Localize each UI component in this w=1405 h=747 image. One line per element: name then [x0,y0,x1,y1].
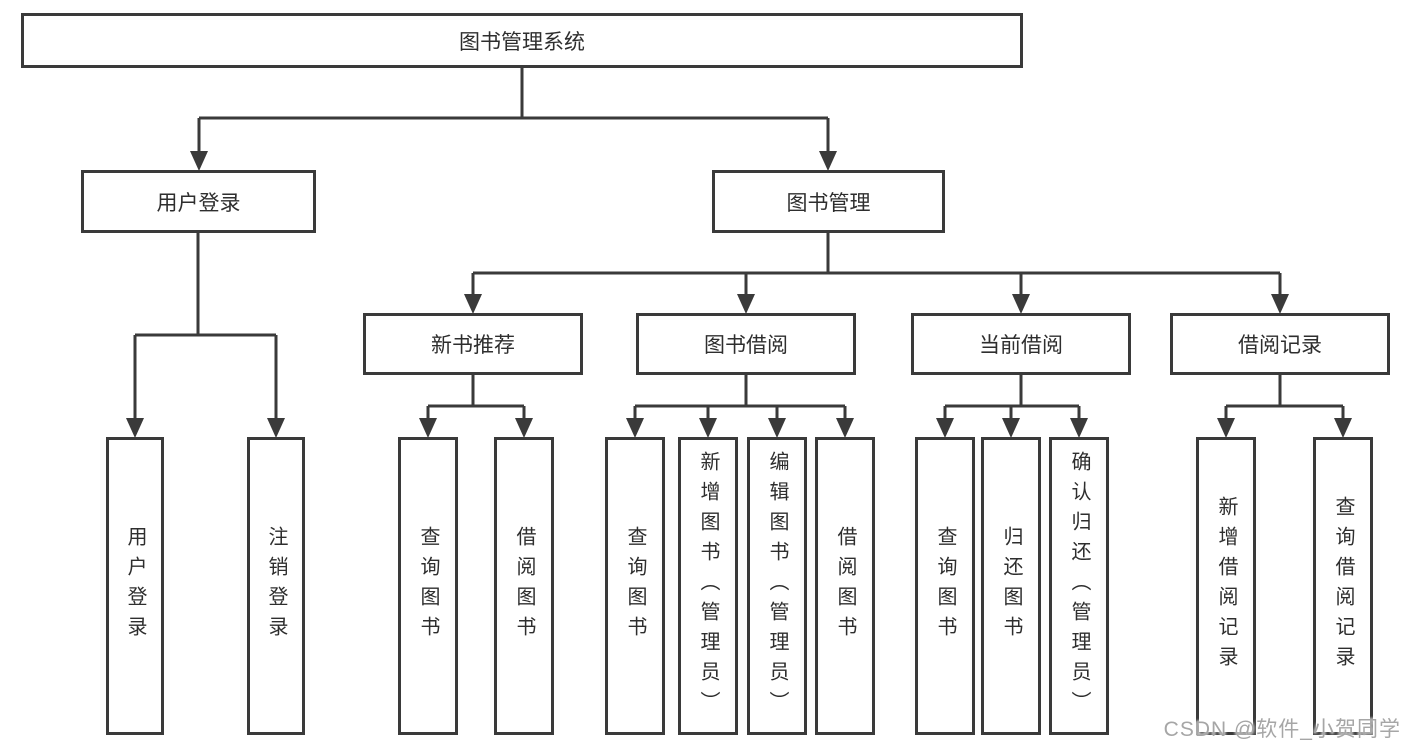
node-label: 借阅图书 [834,526,856,646]
node-label: 新增借阅记录 [1215,496,1237,676]
node-label: 查询图书 [934,526,956,646]
node-label: 借阅图书 [513,526,535,646]
leaf-add-books-admin: 新增图书（管理员） [678,437,738,735]
leaf-logout: 注销登录 [247,437,305,735]
node-user-login: 用户登录 [81,170,316,233]
node-book-management: 图书管理 [712,170,945,233]
leaf-user-login: 用户登录 [106,437,164,735]
node-label: 图书管理系统 [459,30,585,54]
node-label: 用户登录 [124,526,146,646]
leaf-query-books-recommend: 查询图书 [398,437,458,735]
node-label: 用户登录 [156,191,241,215]
node-borrowing-records: 借阅记录 [1170,313,1390,375]
node-new-book-recommendation: 新书推荐 [363,313,583,375]
leaf-query-books-current: 查询图书 [915,437,975,735]
leaf-return-books: 归还图书 [981,437,1041,735]
node-label: 新书推荐 [431,334,515,357]
csdn-watermark: CSDN @软件_小贺同学 [1163,718,1401,741]
node-label: 注销登录 [265,526,287,646]
leaf-confirm-return-admin: 确认归还（管理员） [1049,437,1109,735]
node-label: 确认归还（管理员） [1068,451,1090,721]
node-label: 查询借阅记录 [1332,496,1354,676]
node-label: 归还图书 [1000,526,1022,646]
leaf-borrow-books: 借阅图书 [815,437,875,735]
node-label: 编辑图书（管理员） [766,451,788,721]
leaf-edit-books-admin: 编辑图书（管理员） [747,437,807,735]
leaf-query-borrow-record: 查询借阅记录 [1313,437,1373,735]
node-label: 新增图书（管理员） [697,451,719,721]
leaf-borrow-books-recommend: 借阅图书 [494,437,554,735]
node-label: 图书管理 [786,191,871,215]
node-current-borrowing: 当前借阅 [911,313,1131,375]
node-label: 当前借阅 [979,334,1063,357]
node-label: 借阅记录 [1238,334,1322,357]
node-book-borrowing: 图书借阅 [636,313,856,375]
node-label: 查询图书 [417,526,439,646]
node-label: 图书借阅 [704,334,788,357]
node-library-management-system: 图书管理系统 [21,13,1023,68]
node-label: 查询图书 [624,526,646,646]
leaf-query-books-borrowing: 查询图书 [605,437,665,735]
leaf-add-borrow-record: 新增借阅记录 [1196,437,1256,735]
